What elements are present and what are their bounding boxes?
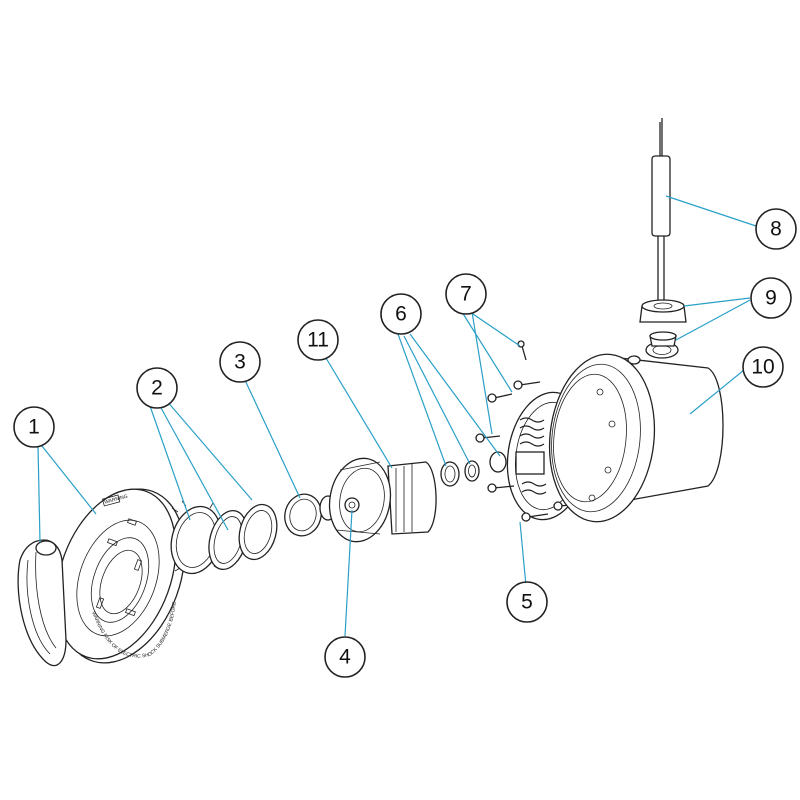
part-4-lamp-bulb bbox=[344, 497, 360, 513]
callout-4: 4 bbox=[324, 636, 366, 678]
svg-text:10: 10 bbox=[751, 356, 774, 379]
part-3-gasket bbox=[284, 493, 337, 537]
callout-8: 8 bbox=[755, 208, 797, 250]
callout-9: 9 bbox=[750, 277, 792, 319]
callout-7: 7 bbox=[445, 273, 487, 315]
part-1-face-rim: WARNING WARNING RISK OF ELECTRIC SHOCK S… bbox=[0, 0, 186, 667]
svg-text:8: 8 bbox=[770, 218, 782, 241]
svg-text:2: 2 bbox=[151, 377, 163, 400]
svg-text:5: 5 bbox=[521, 591, 533, 614]
part-9-cable-gland bbox=[639, 299, 687, 347]
part-2-collar-set bbox=[170, 500, 278, 575]
callout-10: 10 bbox=[742, 346, 784, 388]
svg-text:9: 9 bbox=[765, 287, 777, 310]
callout-5: 5 bbox=[506, 581, 548, 623]
svg-text:11: 11 bbox=[307, 329, 329, 352]
svg-text:3: 3 bbox=[234, 351, 246, 374]
svg-text:7: 7 bbox=[460, 283, 472, 306]
callout-2: 2 bbox=[136, 367, 178, 409]
part-6-washers bbox=[440, 451, 507, 487]
svg-text:4: 4 bbox=[339, 646, 351, 669]
part-10-niche-housing bbox=[548, 341, 724, 523]
callout-3: 3 bbox=[219, 341, 261, 383]
svg-text:1: 1 bbox=[28, 416, 40, 439]
callout-6: 6 bbox=[380, 293, 422, 335]
callout-1: 1 bbox=[13, 406, 55, 448]
part-11-lamp-body bbox=[328, 457, 437, 543]
part-8-cable bbox=[651, 118, 671, 300]
leader-lines bbox=[37, 195, 757, 637]
svg-text:6: 6 bbox=[395, 303, 407, 326]
callout-11: 11 bbox=[297, 319, 339, 361]
